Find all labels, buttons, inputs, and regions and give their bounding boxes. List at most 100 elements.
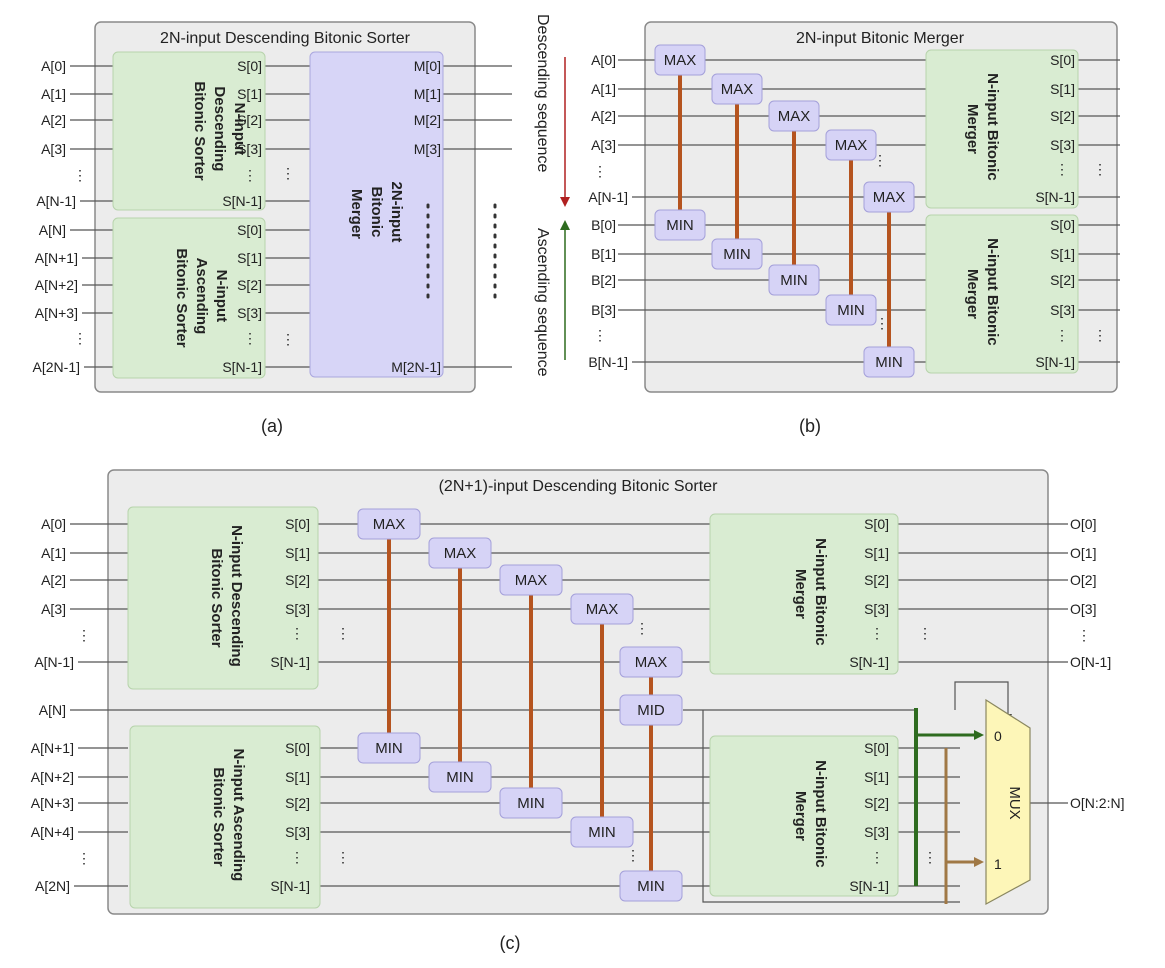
- merger-output-label: S[2]: [1050, 108, 1075, 124]
- input-label: A[N+4]: [31, 824, 74, 840]
- input-label: B[2]: [591, 272, 616, 288]
- panel-b-top-merger-label: N-input Bitonic Merger: [964, 73, 1001, 185]
- merger-output-ellipsis: ⋮: [1055, 161, 1069, 177]
- min-cell: [711, 238, 763, 270]
- merger-output-label: S[N-1]: [1035, 354, 1075, 370]
- merger-output-label: M[3]: [414, 141, 441, 157]
- input-label: A[N+3]: [35, 305, 78, 321]
- sorter-output-label: S[N-1]: [270, 654, 310, 670]
- panel-a-merger-label: 2N-input Bitonic Merger: [348, 182, 405, 247]
- sorter-output-ellipsis: ⋮: [243, 167, 257, 183]
- input-ellipsis: ⋮: [593, 163, 607, 179]
- input-label: A[3]: [591, 137, 616, 153]
- input-label: A[1]: [591, 81, 616, 97]
- output-label: O[2]: [1070, 572, 1096, 588]
- input-label: B[N-1]: [588, 354, 628, 370]
- wire-ellipsis: ⋮: [336, 625, 350, 641]
- panel-b-bottom-merger: [925, 214, 1079, 374]
- input-label: A[2N-1]: [33, 359, 80, 375]
- output-label: O[0]: [1070, 516, 1096, 532]
- wire-ellipsis: ⋮: [918, 625, 932, 641]
- wire-ellipsis: ⋮: [626, 847, 640, 863]
- panel-b-compare-wires: [678, 60, 891, 362]
- panel-a-bottom-sorter-outputs: S[0] S[1] S[2] S[3] ⋮ S[N-1] ⋮: [222, 222, 295, 375]
- panel-c-mid-cell: MID: [619, 694, 683, 726]
- max-cell-label: MAX: [444, 545, 477, 562]
- max-cell-label: MAX: [664, 52, 697, 69]
- wire-ellipsis: ⋮: [281, 331, 295, 347]
- min-cell: [654, 209, 706, 241]
- panel-c-bottom-merger: [709, 735, 899, 897]
- panel-b: Descending sequence Ascending sequence 2…: [534, 14, 1120, 436]
- input-label: A[N-1]: [34, 654, 74, 670]
- descending-sequence-label: Descending sequence: [534, 14, 551, 172]
- merger-output-label: S[2]: [864, 795, 889, 811]
- panel-a-title: 2N-input Descending Bitonic Sorter: [160, 30, 411, 47]
- min-cell-label: MIN: [446, 769, 474, 786]
- input-label: B[3]: [591, 302, 616, 318]
- wire-ellipsis: ⋮: [875, 315, 889, 331]
- min-cell-label: MIN: [375, 740, 403, 757]
- panel-c-top-sorter-outputs: S[0] S[1] S[2] S[3] ⋮ S[N-1] ⋮: [270, 516, 350, 670]
- input-label: A[0]: [41, 516, 66, 532]
- min-cell: [428, 761, 492, 793]
- input-label: A[2N]: [35, 878, 70, 894]
- min-cell-label: MIN: [637, 878, 665, 895]
- panel-a-descending-sorter: [112, 51, 266, 211]
- min-cell-label: MIN: [837, 302, 865, 319]
- merger-output-label: S[1]: [1050, 246, 1075, 262]
- panel-c-bottom-merger-outputs: S[0] S[1] S[2] S[3] ⋮ S[N-1] ⋮: [849, 740, 937, 894]
- panel-a: 2N-input Descending Bitonic Sorter: [33, 21, 512, 436]
- max-cell: [768, 100, 820, 132]
- input-label: A[N+1]: [35, 250, 78, 266]
- output-label: O[N-1]: [1070, 654, 1111, 670]
- merger-output-label: S[0]: [864, 740, 889, 756]
- wire-ellipsis: ⋮: [923, 849, 937, 865]
- panel-b-min-cells: MIN MIN MIN MIN MIN: [654, 209, 915, 378]
- panel-b-bottom-merger-label: N-input Bitonic Merger: [964, 238, 1001, 350]
- min-cell: [863, 346, 915, 378]
- merger-output-label: S[0]: [864, 516, 889, 532]
- panel-a-bottom-sorter-label: N-input Ascending Bitonic Sorter: [173, 248, 230, 347]
- input-ellipsis: ⋮: [77, 850, 91, 866]
- merger-output-label: S[N-1]: [849, 878, 889, 894]
- merger-output-ellipsis: ⋮: [870, 849, 884, 865]
- panel-a-top-sorter-outputs: S[0] S[1] S[2] S[3] ⋮ S[N-1] ⋮: [222, 58, 295, 209]
- input-label: B[0]: [591, 217, 616, 233]
- sorter-output-label: S[0]: [285, 740, 310, 756]
- merger-output-ellipsis: ⋮: [870, 625, 884, 641]
- sorter-output-label: S[1]: [237, 250, 262, 266]
- panel-c-title: (2N+1)-input Descending Bitonic Sorter: [439, 478, 718, 495]
- merger-output-label: S[3]: [864, 601, 889, 617]
- panel-a-output-wires: [443, 65, 512, 368]
- panel-c-input-labels: A[0] A[1] A[2] A[3] ⋮ A[N-1] A[N] A[N+1]…: [31, 516, 91, 894]
- output-ellipsis: ⋮: [1077, 627, 1091, 643]
- panel-a-merger-outputs: M[0] M[1] M[2] M[3] M[2N-1]: [391, 58, 441, 375]
- min-cell: [570, 816, 634, 848]
- panel-a-top-sorter-label: N-input Descending Bitonic Sorter: [191, 81, 248, 180]
- min-cell: [357, 732, 421, 764]
- merger-output-label: S[1]: [1050, 81, 1075, 97]
- input-ellipsis: ⋮: [77, 627, 91, 643]
- min-cell-label: MIN: [588, 824, 616, 841]
- min-cell: [499, 787, 563, 819]
- panel-c-top-merger: [709, 513, 899, 675]
- sorter-output-label: S[1]: [285, 769, 310, 785]
- max-cell-label: MAX: [515, 572, 548, 589]
- panel-c: (2N+1)-input Descending Bitonic Sorter: [31, 469, 1124, 953]
- mid-cell: [619, 694, 683, 726]
- panel-b-top-merger-outputs: S[0] S[1] S[2] S[3] ⋮ S[N-1] ⋮: [1035, 52, 1107, 205]
- panel-b-bottom-merger-outputs: S[0] S[1] S[2] S[3] ⋮ S[N-1] ⋮: [1035, 217, 1107, 370]
- merger-output-label: S[3]: [864, 824, 889, 840]
- panel-c-top-merger-label: N-input Bitonic Merger: [792, 538, 829, 650]
- input-label: A[2]: [591, 108, 616, 124]
- mid-cell-label: MID: [637, 702, 665, 719]
- max-cell: [825, 129, 877, 161]
- max-cell: [863, 181, 915, 213]
- max-cell: [499, 564, 563, 596]
- merger-output-label: S[N-1]: [1035, 189, 1075, 205]
- panel-c-descending-sorter: [127, 506, 319, 690]
- merger-output-label: S[3]: [1050, 137, 1075, 153]
- merger-output-label: M[1]: [414, 86, 441, 102]
